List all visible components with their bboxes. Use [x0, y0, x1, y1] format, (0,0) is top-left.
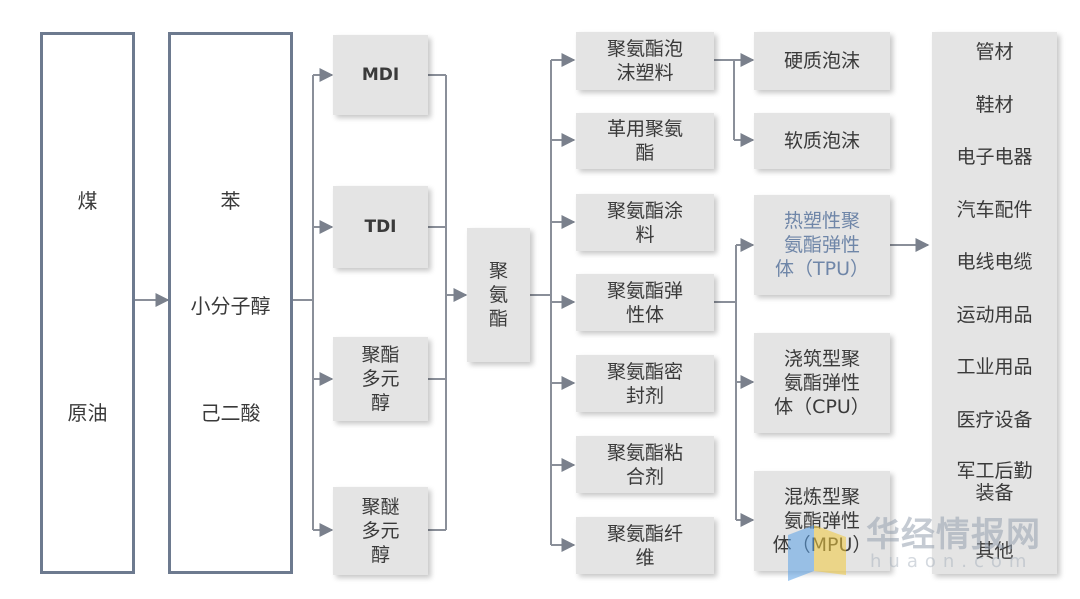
- product-pu-elastomer: 聚氨酯弹 性体: [576, 274, 714, 331]
- flexible-foam: 软质泡沫: [754, 113, 890, 169]
- product-pu-sealant: 聚氨酯密 封剂: [576, 355, 714, 412]
- application-item: 电线电缆: [956, 251, 1033, 273]
- application-item: 电子电器: [956, 146, 1033, 168]
- rigid-foam: 硬质泡沫: [754, 32, 890, 90]
- monomer-polyester-polyol: 聚酯 多元 醇: [333, 337, 428, 421]
- monomer-mdi: MDI: [333, 35, 428, 115]
- intermediate-benzene: 苯: [220, 189, 241, 213]
- elastomer-tpu: 热塑性聚 氨酯弹性 体（TPU）: [754, 195, 890, 295]
- application-item: 管材: [975, 41, 1014, 63]
- application-item: 汽车配件: [956, 199, 1033, 221]
- watermark-logo-icon: [788, 525, 846, 581]
- intermediate-adipic-acid: 己二酸: [200, 401, 261, 425]
- raw-material-crude-oil: 原油: [67, 401, 108, 425]
- watermark-domain: huaon.com: [870, 551, 1034, 572]
- raw-material-coal: 煤: [77, 189, 98, 213]
- product-pu-adhesive: 聚氨酯粘 合剂: [576, 436, 714, 493]
- watermark: 华经情报网 huaon.com: [780, 505, 1080, 595]
- intermediates-box: 苯 小分子醇 己二酸: [168, 32, 293, 574]
- product-pu-foam: 聚氨酯泡 沫塑料: [576, 32, 714, 90]
- applications-box: 管材 鞋材 电子电器 汽车配件 电线电缆 运动用品 工业用品 医疗设备 军工后勤…: [932, 32, 1057, 574]
- application-item: 工业用品: [956, 356, 1033, 378]
- elastomer-cpu: 浇筑型聚 氨酯弹性 体（CPU）: [754, 333, 890, 433]
- monomer-polyether-polyol: 聚醚 多元 醇: [333, 487, 428, 575]
- application-item: 军工后勤 装备: [956, 460, 1033, 504]
- product-pu-coating: 聚氨酯涂 料: [576, 194, 714, 251]
- intermediate-small-alcohol: 小分子醇: [190, 294, 271, 318]
- application-item: 鞋材: [975, 94, 1014, 116]
- polyurethane-center: 聚 氨 酯: [467, 228, 530, 362]
- application-item: 运动用品: [956, 304, 1033, 326]
- application-item: 其他: [975, 540, 1014, 562]
- application-item: 医疗设备: [956, 409, 1033, 431]
- product-pu-fiber: 聚氨酯纤 维: [576, 517, 714, 574]
- product-pu-leather: 革用聚氨 酯: [576, 113, 714, 169]
- monomer-tdi: TDI: [333, 186, 428, 268]
- raw-materials-box: 煤 原油: [40, 32, 135, 574]
- watermark-text: 华经情报网: [866, 515, 1041, 555]
